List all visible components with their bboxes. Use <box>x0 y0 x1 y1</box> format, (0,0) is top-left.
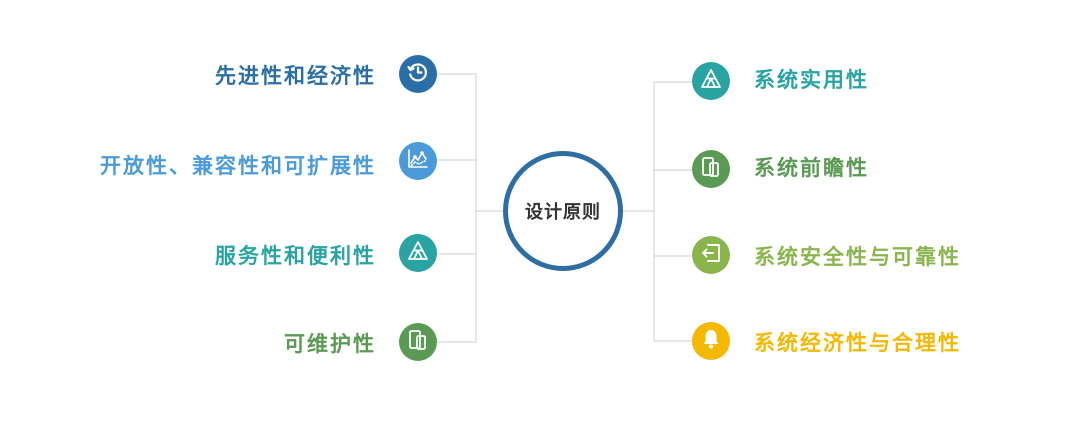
triangle-network-icon <box>699 67 723 95</box>
left-item-4-node <box>399 323 437 361</box>
right-item-2-node <box>692 150 730 188</box>
left-item-3-node <box>399 234 437 272</box>
left-item-2-label: 开放性、兼容性和可扩展性 <box>100 154 376 178</box>
center-circle: 设计原则 <box>503 151 623 271</box>
bell-icon <box>699 327 723 355</box>
left-item-3-label: 服务性和便利性 <box>215 244 376 268</box>
triangle-network-icon <box>406 239 430 267</box>
right-item-2-label: 系统前瞻性 <box>754 156 869 180</box>
mobile-devices-icon <box>699 155 723 183</box>
left-item-1-label: 先进性和经济性 <box>215 64 376 88</box>
left-item-1-node <box>399 55 437 93</box>
right-item-4-node <box>692 322 730 360</box>
right-item-3-node <box>692 236 730 274</box>
right-item-3-label: 系统安全性与可靠性 <box>754 245 961 269</box>
left-item-2-node <box>399 142 437 180</box>
line-chart-icon <box>406 147 430 175</box>
left-item-4-label: 可维护性 <box>284 332 376 356</box>
mobile-devices-icon <box>406 328 430 356</box>
exit-door-icon <box>699 241 723 269</box>
right-item-1-node <box>692 62 730 100</box>
center-title: 设计原则 <box>525 202 601 223</box>
right-item-1-label: 系统实用性 <box>754 68 869 92</box>
right-item-4-label: 系统经济性与合理性 <box>754 331 961 355</box>
clock-history-icon <box>406 60 430 88</box>
